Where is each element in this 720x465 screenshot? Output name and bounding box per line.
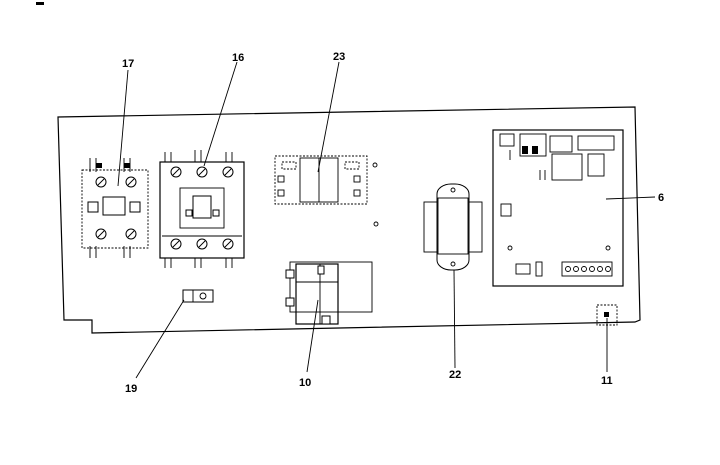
contactor-17: [81, 158, 149, 258]
callout-6: 6: [658, 192, 664, 204]
callout-16: 16: [232, 52, 244, 64]
callout-23: 23: [333, 51, 345, 63]
corner-mark: [36, 2, 44, 5]
callout-19: 19: [125, 383, 137, 395]
leader-6: [605, 196, 656, 200]
leader-22: [453, 269, 456, 369]
callout-22: 22: [449, 369, 461, 381]
transformer-10: [285, 261, 373, 325]
leader-17: [117, 69, 129, 187]
clamp-19: [182, 289, 214, 303]
leader-10: [306, 299, 319, 373]
contactor-16: [159, 150, 245, 268]
relay-board-23: [274, 155, 379, 227]
leader-23: [317, 61, 340, 173]
callout-11: 11: [601, 375, 613, 387]
leader-19: [135, 299, 185, 379]
callout-17: 17: [122, 58, 134, 70]
mounting-panel: [57, 106, 641, 334]
callout-10: 10: [299, 377, 311, 389]
leader-16: [203, 61, 238, 167]
coil-22: [423, 183, 483, 271]
circuit-board-6: [492, 129, 624, 287]
